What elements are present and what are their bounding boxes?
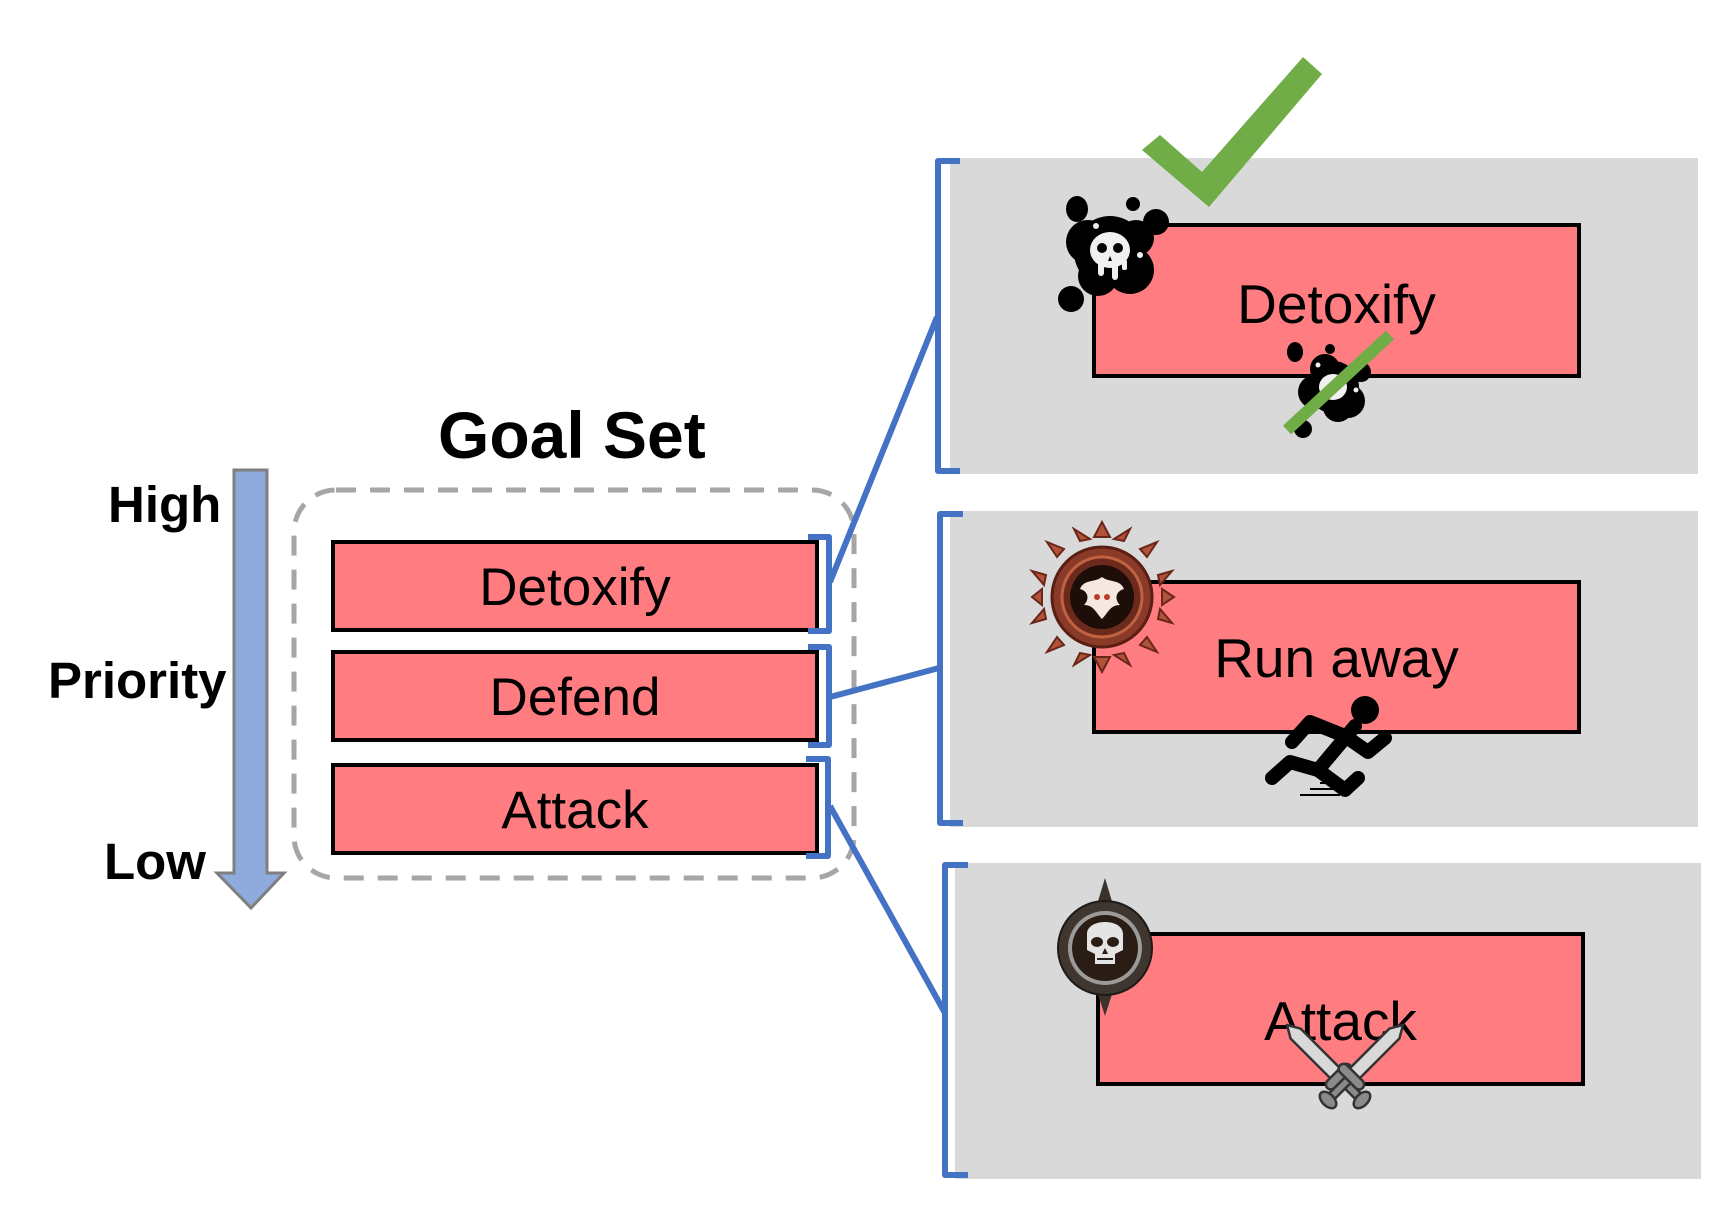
goal-item-attack[interactable]: Attack — [331, 763, 819, 855]
connector-attack — [827, 804, 948, 1015]
goal-item-defend[interactable]: Defend — [331, 650, 819, 742]
priority-arrow — [213, 468, 288, 911]
action-label: Run away — [1214, 627, 1459, 689]
action-label: Attack — [1264, 990, 1417, 1052]
action-box-attack[interactable]: Attack — [1096, 932, 1585, 1086]
goal-item-label: Attack — [501, 780, 649, 840]
goal-item-detoxify[interactable]: Detoxify — [331, 540, 819, 632]
goal-set-title: Goal Set — [438, 398, 706, 472]
goal-item-label: Defend — [489, 667, 661, 727]
action-box-detoxify[interactable]: Detoxify — [1092, 223, 1581, 378]
connector-defend — [829, 665, 940, 700]
priority-high-label: High — [108, 476, 222, 533]
priority-low-label: Low — [104, 833, 206, 890]
priority-axis-label: Priority — [48, 652, 227, 709]
action-box-run-away[interactable]: Run away — [1092, 580, 1581, 734]
connector-detoxify — [827, 315, 940, 584]
goal-item-label: Detoxify — [479, 557, 671, 617]
action-label: Detoxify — [1237, 273, 1436, 335]
